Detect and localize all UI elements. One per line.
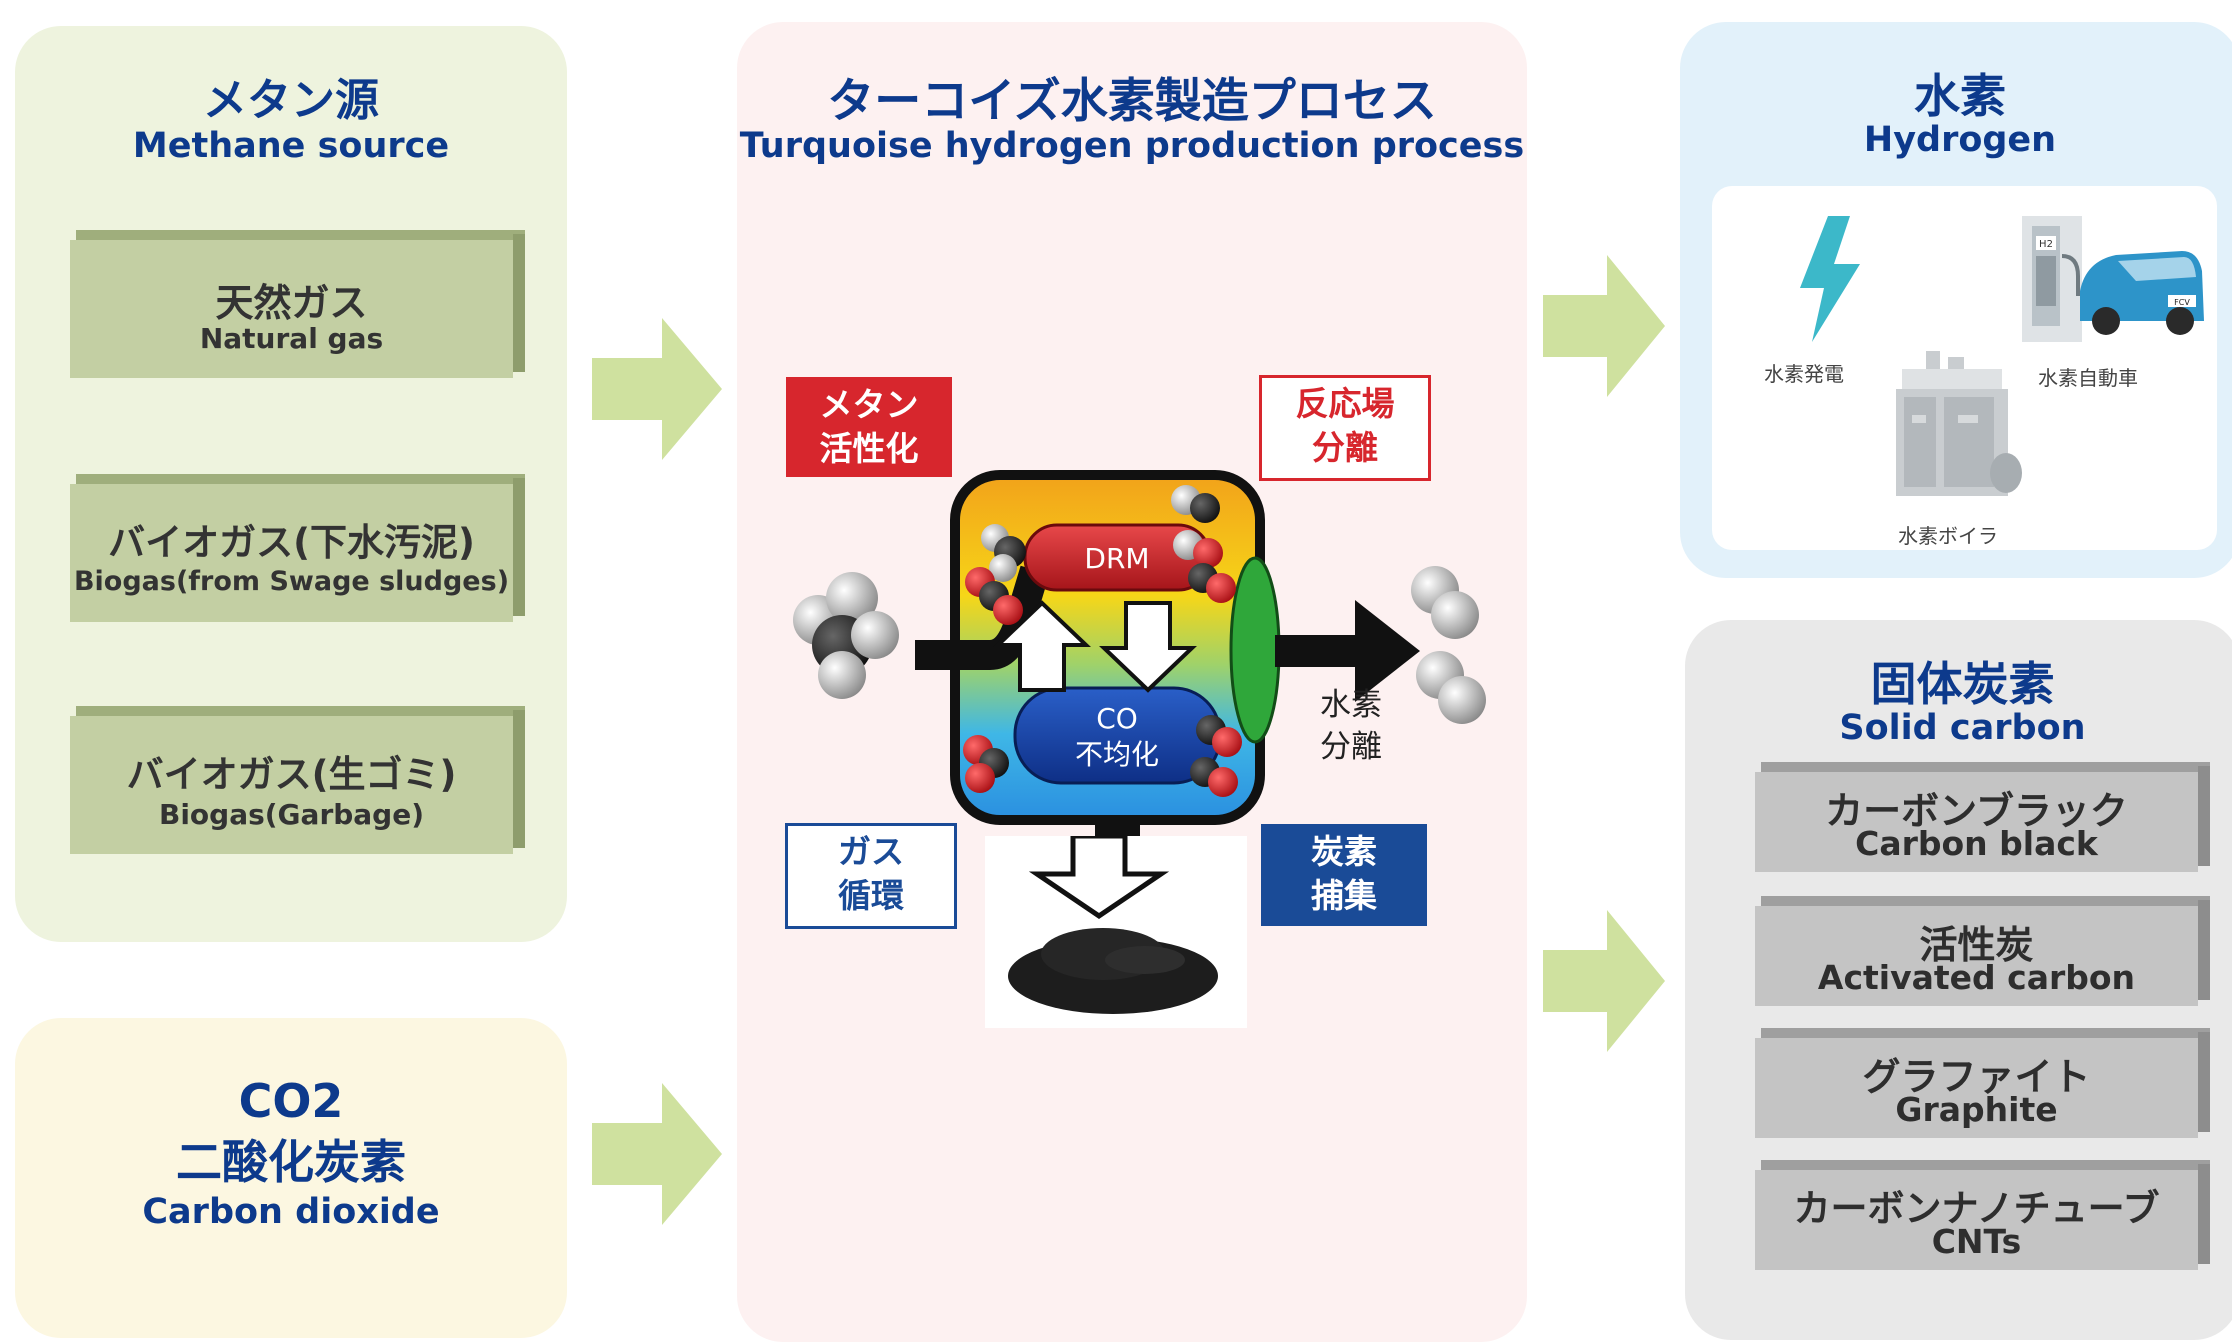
- hydrogen-separation-label: 水素: [1320, 687, 1382, 723]
- hydrogen-station-icon: H2: [2022, 216, 2082, 342]
- carbon-item-activated-carbon: 活性炭 Activated carbon: [1755, 896, 2210, 1006]
- carbon-item-en: CNTs: [1931, 1222, 2022, 1261]
- carbon-powder-icon: [985, 836, 1247, 1028]
- process-panel: ターコイズ水素製造プロセス Turquoise hydrogen product…: [737, 22, 1527, 1342]
- source-item-biogas-sludge: バイオガス(下水汚泥) Biogas(from Swage sludges): [70, 474, 525, 622]
- label-line: 活性化: [819, 429, 919, 468]
- co-label: CO: [1096, 702, 1138, 735]
- methane-molecule-icon: [793, 572, 899, 699]
- hydrogen-molecule-icon: [1411, 566, 1486, 724]
- source-item-jp: バイオガス(下水汚泥): [108, 521, 475, 564]
- methane-source-title-jp: メタン源: [203, 75, 379, 126]
- car-plate-label: FCV: [2174, 298, 2190, 307]
- carbon-item-jp: 活性炭: [1919, 923, 2034, 967]
- label-reaction-separation: 反応場 分離: [1259, 375, 1431, 481]
- source-item-biogas-garbage: バイオガス(生ゴミ) Biogas(Garbage): [70, 706, 525, 854]
- hydrogen-use-power: 水素発電: [1764, 362, 1844, 386]
- carbon-item-jp: カーボンブラック: [1825, 789, 2128, 833]
- arrow-right-icon: [592, 1083, 722, 1225]
- label-carbon-capture: 炭素 捕集: [1261, 824, 1427, 926]
- arrow-right-icon: [1543, 255, 1665, 397]
- carbon-item-en: Activated carbon: [1817, 958, 2136, 997]
- carbon-item-jp: グラファイト: [1862, 1055, 2091, 1099]
- reactor-icon: DRM CO 不均化: [793, 470, 1486, 875]
- label-line: 捕集: [1311, 876, 1377, 915]
- carbon-item-graphite: グラファイト Graphite: [1755, 1028, 2210, 1138]
- hydrogen-separation-label: 分離: [1320, 729, 1382, 765]
- carbon-item-jp: カーボンナノチューブ: [1793, 1187, 2160, 1230]
- process-title-jp: ターコイズ水素製造プロセス: [827, 74, 1437, 129]
- co2-molecule-icon: [963, 485, 1242, 797]
- co2-panel: CO2 二酸化炭素 Carbon dioxide: [15, 1018, 567, 1338]
- label-gas-circulation: ガス 循環: [785, 823, 957, 929]
- fuel-cell-car-icon: FCV: [2080, 251, 2204, 335]
- label-line: メタン: [819, 385, 919, 424]
- carbon-item-en: Graphite: [1895, 1090, 2058, 1129]
- label-line: 炭素: [1311, 832, 1377, 871]
- co-label: 不均化: [1075, 738, 1159, 771]
- arrow-right-icon: [592, 318, 722, 460]
- carbon-item-carbon-black: カーボンブラック Carbon black: [1755, 762, 2210, 872]
- methane-source-title-en: Methane source: [132, 126, 450, 166]
- hydrogen-use-vehicle: 水素自動車: [2038, 366, 2138, 390]
- hydrogen-uses-card: 水素発電 H2 FCV 水素自動車 水素ボイラ: [1712, 186, 2217, 550]
- solid-carbon-title-jp: 固体炭素: [1870, 657, 2055, 711]
- hydrogen-title-jp: 水素: [1914, 69, 2006, 123]
- source-item-natural-gas: 天然ガス Natural gas: [70, 230, 525, 378]
- lightning-icon: [1800, 216, 1860, 342]
- label-line: 反応場: [1295, 384, 1395, 423]
- source-item-en: Biogas(from Swage sludges): [73, 566, 510, 597]
- process-title-en: Turquoise hydrogen production process: [739, 126, 1525, 166]
- label-methane-activation: メタン 活性化: [786, 377, 952, 477]
- carbon-item-en: Carbon black: [1855, 824, 2098, 863]
- label-line: 分離: [1312, 428, 1378, 467]
- carbon-item-cnts: カーボンナノチューブ CNTs: [1755, 1160, 2210, 1270]
- co2-title-formula: CO2: [238, 1074, 344, 1128]
- station-sign-label: H2: [2039, 239, 2053, 250]
- source-item-jp: バイオガス(生ゴミ): [126, 753, 457, 796]
- label-line: 循環: [838, 876, 904, 915]
- source-item-jp: 天然ガス: [215, 281, 368, 325]
- boiler-icon: [1896, 351, 2022, 496]
- source-item-en: Natural gas: [199, 322, 384, 355]
- hydrogen-title-en: Hydrogen: [1863, 120, 2057, 160]
- drm-label: DRM: [1084, 542, 1149, 575]
- label-line: ガス: [838, 832, 904, 871]
- co2-title-en: Carbon dioxide: [142, 1192, 440, 1232]
- solid-carbon-title-en: Solid carbon: [1839, 708, 2086, 748]
- hydrogen-use-boiler: 水素ボイラ: [1898, 524, 1998, 548]
- source-item-en: Biogas(Garbage): [158, 798, 425, 831]
- arrow-right-icon: [1543, 910, 1665, 1052]
- co2-title-jp: 二酸化炭素: [176, 1135, 406, 1189]
